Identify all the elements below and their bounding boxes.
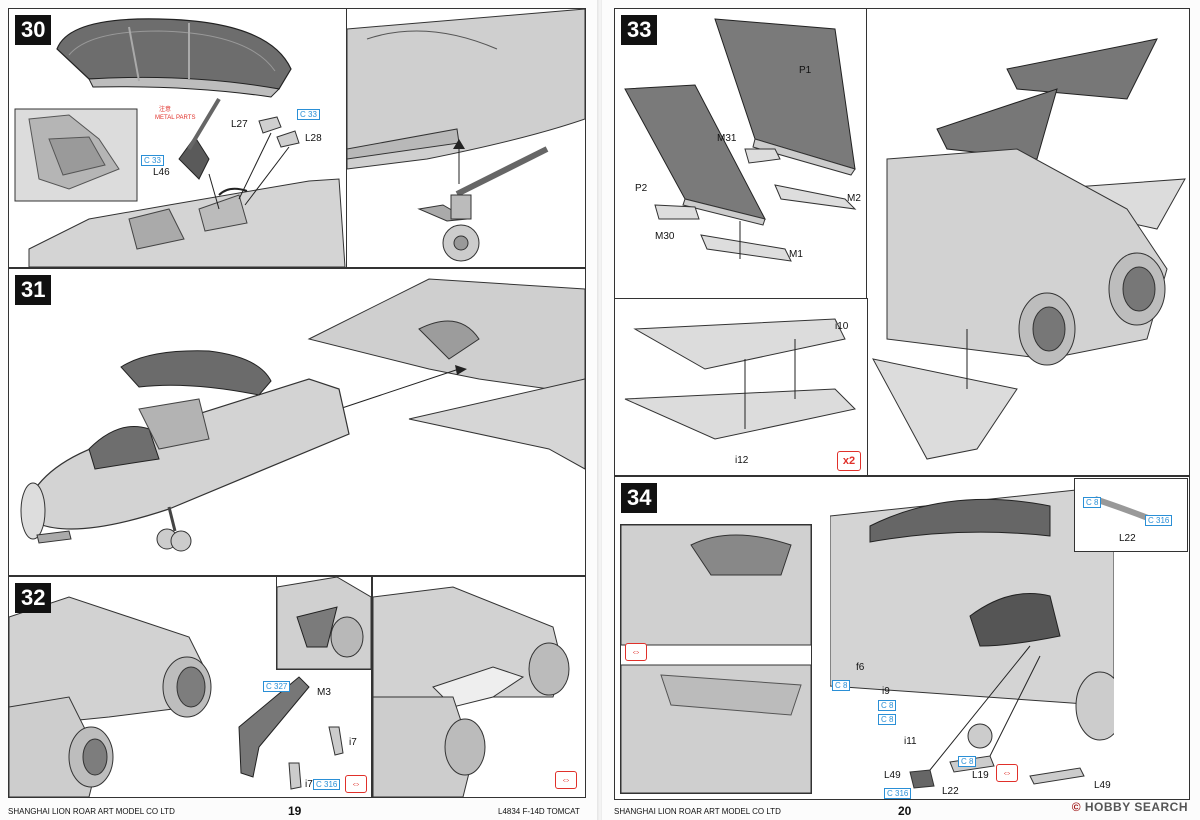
page-number: 20 bbox=[898, 804, 912, 818]
metal-parts-cn: 注意 bbox=[159, 107, 172, 113]
step-number: 31 bbox=[15, 275, 52, 305]
part-i12: i12 bbox=[735, 455, 749, 466]
color-c33-a: C 33 bbox=[297, 109, 320, 120]
step-34-inset-right: C 8 C 316 L22 bbox=[1074, 478, 1188, 552]
step-34-inset-left: ⇔ bbox=[620, 524, 812, 794]
color-c8-c: C 8 bbox=[878, 700, 897, 711]
mirror-icon: ⇔ bbox=[345, 775, 367, 793]
part-f6: f6 bbox=[856, 662, 865, 673]
step-33-drawing bbox=[624, 18, 857, 262]
part-m1: M1 bbox=[789, 249, 803, 260]
part-l19: L19 bbox=[972, 770, 989, 781]
part-l28: L28 bbox=[305, 133, 322, 144]
step-32-inset bbox=[276, 576, 372, 670]
step-34-inset-drawing bbox=[621, 525, 811, 793]
part-m31: M31 bbox=[717, 133, 737, 144]
watermark-copyright: © bbox=[1071, 800, 1082, 814]
color-c33-b: C 33 bbox=[141, 155, 164, 166]
part-i10: i10 bbox=[835, 321, 849, 332]
footer-company: SHANGHAI LION ROAR ART MODEL CO LTD bbox=[8, 807, 175, 816]
step-32-inset-drawing bbox=[277, 577, 371, 669]
part-l27: L27 bbox=[231, 119, 248, 130]
part-m3: M3 bbox=[317, 687, 331, 698]
color-c8-b: C 8 bbox=[832, 680, 851, 691]
step-31-drawing bbox=[20, 278, 585, 552]
step-30-gear-drawing bbox=[347, 9, 585, 262]
step-number: 30 bbox=[15, 15, 52, 45]
step-number: 33 bbox=[621, 15, 658, 45]
quantity-x2-badge: x2 bbox=[837, 451, 861, 471]
color-c316-a: C 316 bbox=[1145, 515, 1173, 526]
step-31-panel: 31 bbox=[8, 268, 586, 576]
step-33-panel: 33 P1 M31 P2 M2 M30 M1 bbox=[614, 8, 868, 300]
color-c316-b: C 316 bbox=[884, 788, 912, 799]
color-c316: C 316 bbox=[313, 779, 341, 790]
left-page: 30 注意 METAL PARTS bbox=[0, 0, 598, 820]
step-34-main-panel bbox=[830, 486, 1114, 792]
page-number: 19 bbox=[288, 804, 302, 818]
step-number: 34 bbox=[621, 483, 658, 513]
step-34-main-drawing bbox=[830, 486, 1114, 789]
watermark-brand: HOBBY SEARCH bbox=[1084, 800, 1188, 814]
step-32-result-panel: ⇔ bbox=[372, 576, 586, 798]
color-c8-d: C 8 bbox=[878, 714, 897, 725]
part-l46: L46 bbox=[153, 167, 170, 178]
color-c327: C 327 bbox=[263, 681, 291, 692]
step-32-drawing bbox=[9, 596, 344, 797]
step-33-result-panel bbox=[866, 8, 1190, 476]
part-p2: P2 bbox=[635, 183, 648, 194]
step-33-tailplane-panel: i10 i12 x2 bbox=[614, 298, 868, 476]
right-page: 33 P1 M31 P2 M2 M30 M1 bbox=[602, 0, 1200, 820]
part-i7-b: i7 bbox=[305, 779, 313, 790]
footer-company: SHANGHAI LION ROAR ART MODEL CO LTD bbox=[614, 807, 781, 816]
part-l22-a: L22 bbox=[1119, 533, 1136, 544]
part-l22-b: L22 bbox=[942, 786, 959, 797]
part-i11: i11 bbox=[904, 736, 917, 747]
part-m30: M30 bbox=[655, 231, 675, 242]
mirror-icon: ⇔ bbox=[996, 764, 1018, 782]
color-c8-e: C 8 bbox=[958, 756, 977, 767]
step-30-panel: 30 注意 METAL PARTS bbox=[8, 8, 348, 268]
step-33-tailplane-drawing bbox=[624, 318, 857, 440]
step-32-result-drawing bbox=[373, 586, 570, 797]
footer-product: L4834 F-14D TOMCAT bbox=[498, 807, 580, 816]
part-p1: P1 bbox=[799, 65, 812, 76]
mirror-icon: ⇔ bbox=[625, 643, 647, 661]
step-30-drawing bbox=[14, 18, 346, 267]
mirror-icon: ⇔ bbox=[555, 771, 577, 789]
step-30-side-panel bbox=[346, 8, 586, 268]
part-i9: i9 bbox=[882, 686, 890, 697]
part-m2: M2 bbox=[847, 193, 861, 204]
part-l49-b: L49 bbox=[1094, 780, 1111, 791]
part-i7-a: i7 bbox=[349, 737, 357, 748]
step-number: 32 bbox=[15, 583, 52, 613]
watermark: © HOBBY SEARCH bbox=[1072, 800, 1188, 814]
metal-parts-note: METAL PARTS bbox=[155, 115, 196, 121]
step-33-result-drawing bbox=[872, 38, 1186, 460]
page-gutter bbox=[597, 0, 603, 820]
part-l49-a: L49 bbox=[884, 770, 901, 781]
color-c8-a: C 8 bbox=[1083, 497, 1102, 508]
step-32-panel: 32 C 327 M3 i7 i7 C 316 ⇔ bbox=[8, 576, 372, 798]
